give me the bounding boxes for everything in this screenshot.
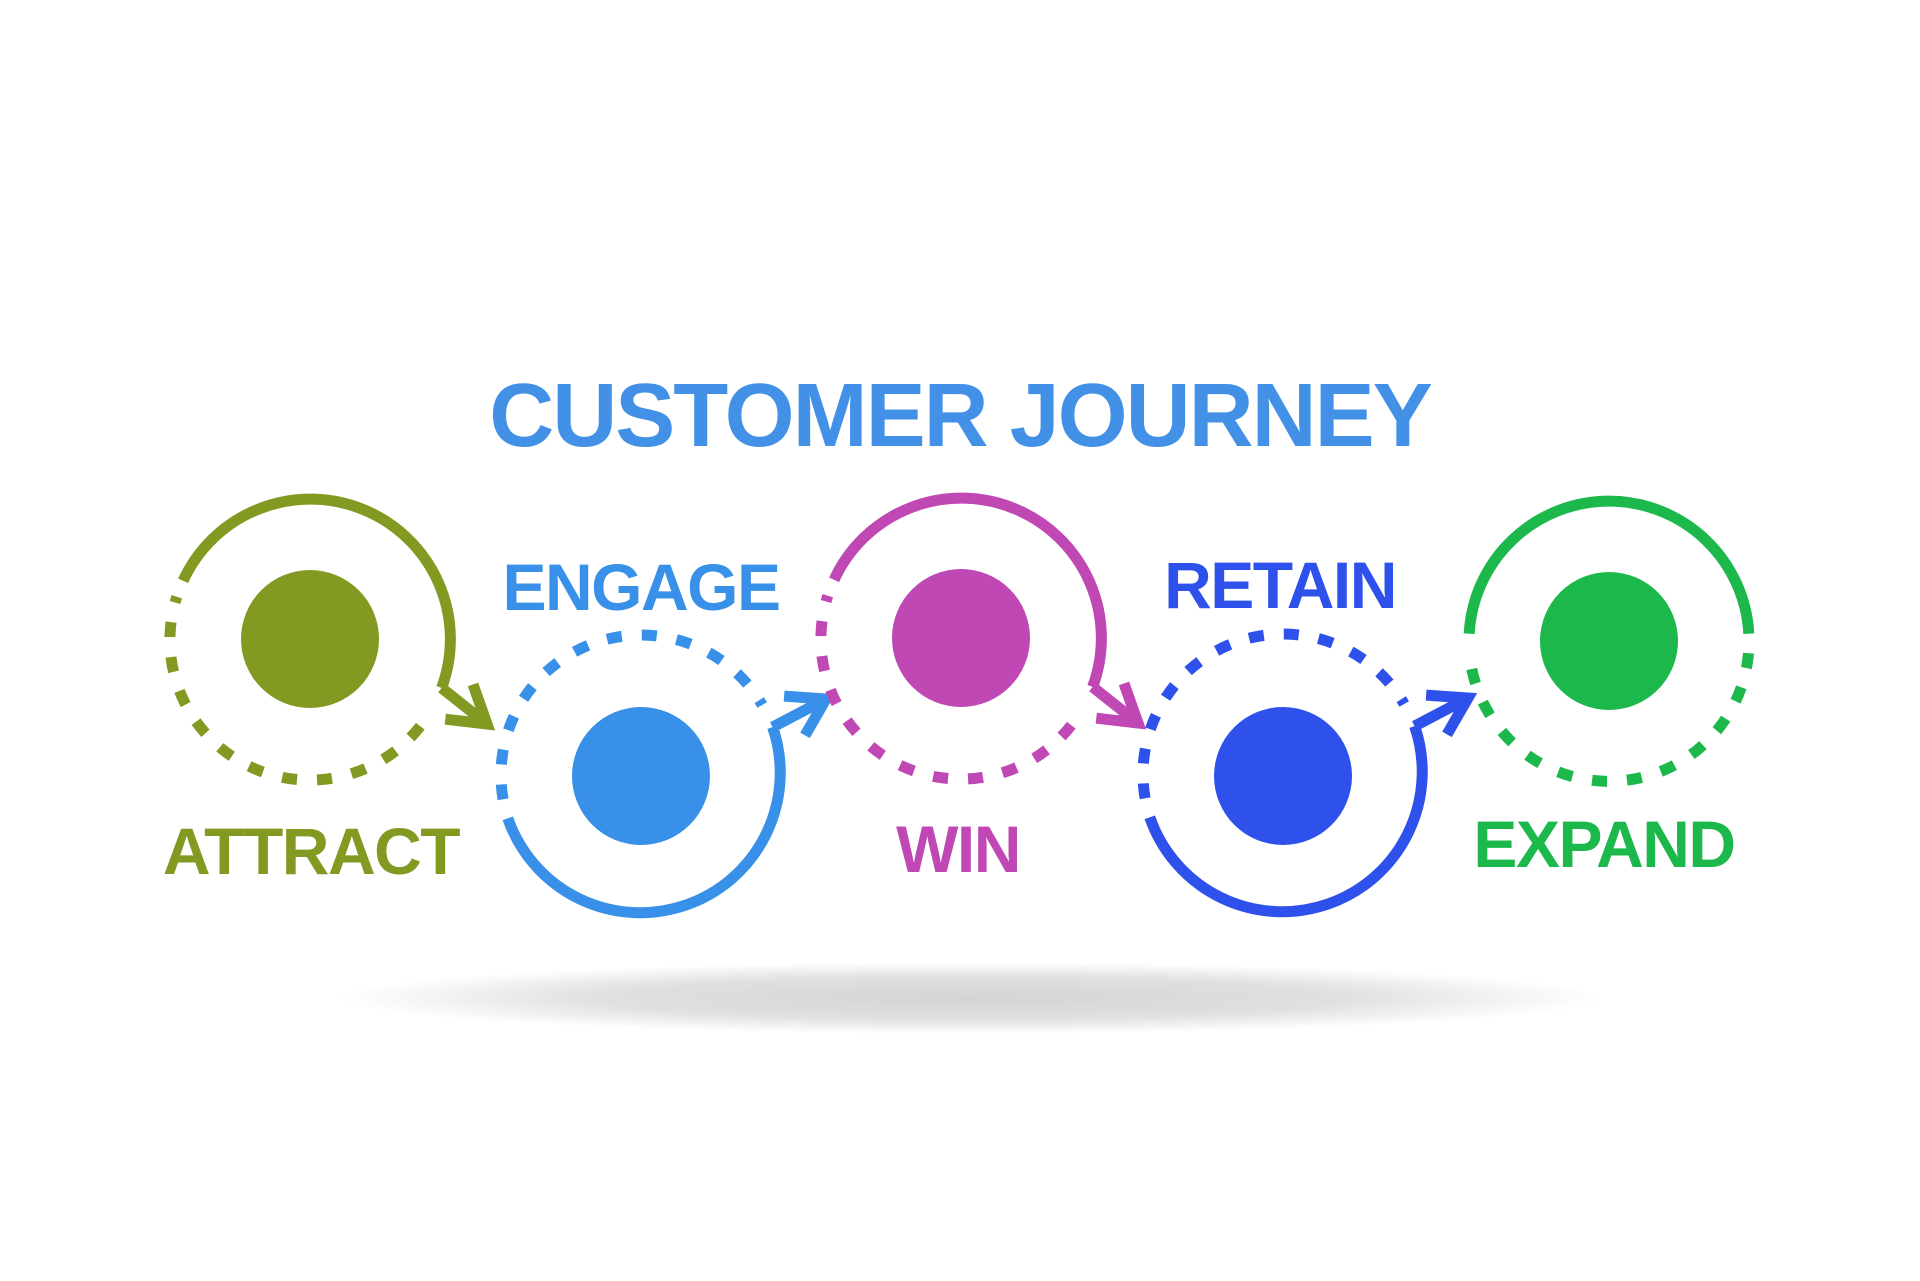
engage-solid-arc <box>502 725 786 919</box>
win-to-retain-arrow-icon <box>1089 681 1147 730</box>
stage-retain: RETAIN <box>1137 548 1478 918</box>
attract-dot <box>241 570 379 708</box>
expand-solid-arc <box>1463 495 1755 635</box>
stage-engage: ENGAGE <box>495 550 836 919</box>
stage-win: WIN <box>815 492 1147 886</box>
expand-label: EXPAND <box>1473 807 1734 881</box>
expand-dashed-arc <box>1464 652 1754 787</box>
ground-shadow <box>90 948 1850 1048</box>
retain-label: RETAIN <box>1164 548 1396 622</box>
stage-expand: EXPAND <box>1463 495 1755 881</box>
win-dot <box>892 569 1030 707</box>
engage-dot <box>572 707 710 845</box>
win-solid-arc <box>829 492 1107 689</box>
expand-dot <box>1540 572 1678 710</box>
stage-attract: ATTRACT <box>163 493 496 888</box>
win-label: WIN <box>896 812 1020 886</box>
attract-label: ATTRACT <box>163 814 460 888</box>
page-title: CUSTOMER JOURNEY <box>489 366 1431 466</box>
engage-to-win-arrow-icon <box>770 690 836 739</box>
retain-solid-arc <box>1144 724 1428 918</box>
retain-dot <box>1214 707 1352 845</box>
attract-to-engage-arrow-icon <box>438 682 496 731</box>
attract-solid-arc <box>178 493 456 690</box>
engage-label: ENGAGE <box>502 550 779 624</box>
retain-to-expand-arrow-icon <box>1412 689 1478 738</box>
